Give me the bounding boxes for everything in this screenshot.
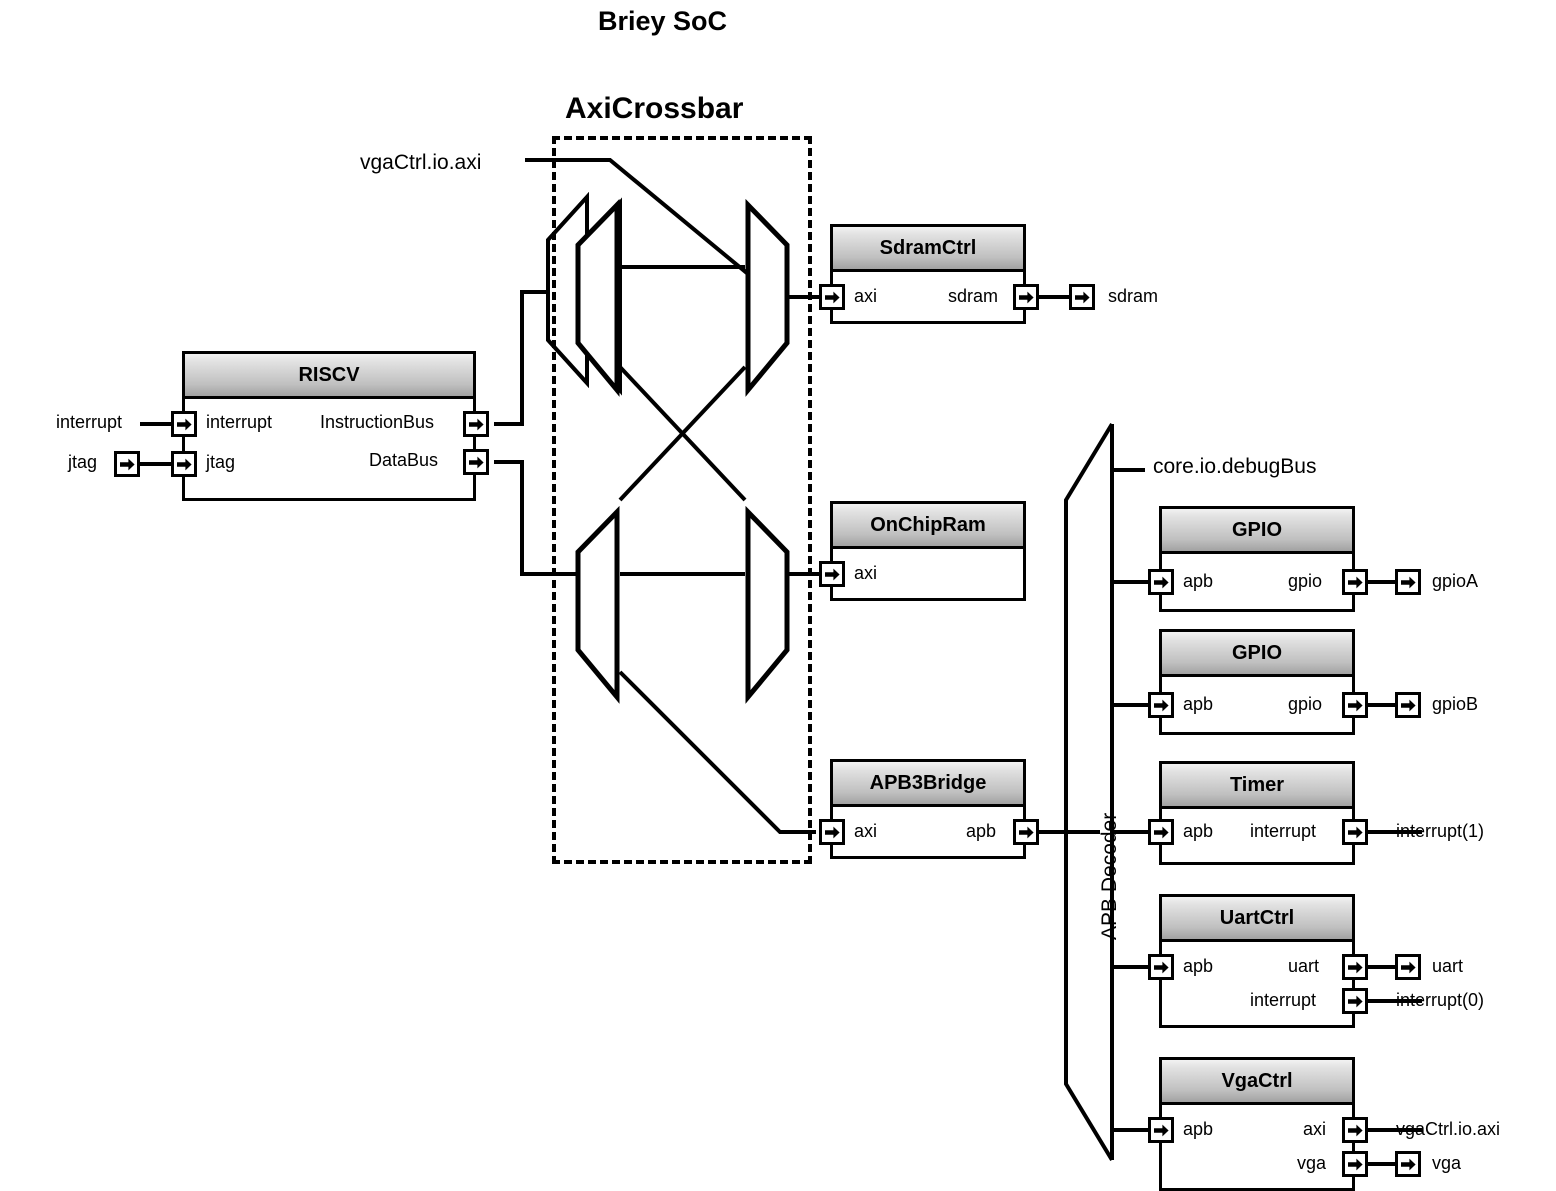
port-arrow-icon-vgactrl-vga[interactable] <box>1342 1151 1368 1177</box>
block-title-gpio-b: GPIO <box>1231 641 1282 664</box>
port-arrow-icon-riscv-databus[interactable] <box>463 449 489 475</box>
block-title-riscv: RISCV <box>298 363 360 386</box>
crossbar-title: AxiCrossbar <box>565 92 744 125</box>
port-label-riscv-instructionbus: InstructionBus <box>320 412 435 432</box>
port-arrow-icon-apb3bridge-axi[interactable] <box>819 819 845 845</box>
block-sdramctrl[interactable]: SdramCtrl <box>830 224 1026 324</box>
port-arrow-icon-timer-apb[interactable] <box>1148 819 1174 845</box>
port-label-gpio-a-gpio: gpio <box>1288 571 1323 591</box>
label-vga-output: vga <box>1432 1153 1462 1173</box>
port-label-riscv-databus: DataBus <box>369 450 439 470</box>
port-label-uartctrl-uart: uart <box>1288 956 1320 976</box>
label-vgactrl-io-axi-output: vgaCtrl.io.axi <box>1396 1119 1501 1139</box>
port-arrow-icon-gpio-a-gpio[interactable] <box>1342 569 1368 595</box>
port-arrow-icon-uart-external[interactable] <box>1395 954 1421 980</box>
axi-crossbar-boundary <box>552 136 812 864</box>
port-arrow-icon-gpiob-external[interactable] <box>1395 692 1421 718</box>
port-label-gpio-b-apb: apb <box>1183 694 1214 714</box>
block-title-sdramctrl: SdramCtrl <box>879 236 977 259</box>
port-arrow-icon-gpioa-external[interactable] <box>1395 569 1421 595</box>
port-label-vgactrl-axi: axi <box>1303 1119 1327 1139</box>
port-label-apb3bridge-apb: apb <box>966 821 997 841</box>
port-arrow-icon-gpio-a-apb[interactable] <box>1148 569 1174 595</box>
page-title: Briey SoC <box>598 6 728 36</box>
block-title-gpio-a: GPIO <box>1231 518 1282 541</box>
port-arrow-icon-riscv-interrupt[interactable] <box>171 411 197 437</box>
block-gpio-a[interactable]: GPIO <box>1159 506 1355 612</box>
label-timer-interrupt-output: interrupt(1) <box>1396 821 1485 841</box>
port-label-apb3bridge-axi: axi <box>854 821 878 841</box>
label-jtag-input: jtag <box>68 452 98 472</box>
port-label-uartctrl-apb: apb <box>1183 956 1214 976</box>
port-arrow-icon-apb3bridge-apb[interactable] <box>1013 819 1039 845</box>
block-onchipram[interactable]: OnChipRam <box>830 501 1026 601</box>
port-label-gpio-a-apb: apb <box>1183 571 1214 591</box>
block-title-apb3bridge: APB3Bridge <box>869 771 987 794</box>
port-arrow-icon-riscv-instructionbus[interactable] <box>463 411 489 437</box>
label-sdram-output: sdram <box>1108 286 1159 306</box>
port-label-onchipram-axi: axi <box>854 563 878 583</box>
port-arrow-icon-onchipram-axi[interactable] <box>819 561 845 587</box>
port-arrow-icon-jtag-external[interactable] <box>114 451 140 477</box>
label-uart-interrupt-output: interrupt(0) <box>1396 990 1485 1010</box>
port-arrow-icon-sdramctrl-sdram[interactable] <box>1013 284 1039 310</box>
port-arrow-icon-riscv-jtag[interactable] <box>171 451 197 477</box>
port-arrow-icon-gpio-b-gpio[interactable] <box>1342 692 1368 718</box>
block-gpio-b[interactable]: GPIO <box>1159 629 1355 735</box>
label-core-io-debugbus: core.io.debugBus <box>1153 455 1317 478</box>
port-arrow-icon-uartctrl-apb[interactable] <box>1148 954 1174 980</box>
label-gpiob-output: gpioB <box>1432 694 1479 714</box>
port-label-riscv-interrupt: interrupt <box>206 412 273 432</box>
port-arrow-icon-gpio-b-apb[interactable] <box>1148 692 1174 718</box>
block-title-timer: Timer <box>1229 773 1285 796</box>
block-uartctrl[interactable]: UartCtrl <box>1159 894 1355 1028</box>
port-arrow-icon-uartctrl-interrupt[interactable] <box>1342 988 1368 1014</box>
block-title-vgactrl: VgaCtrl <box>1221 1069 1293 1092</box>
label-vgactrl-io-axi-top: vgaCtrl.io.axi <box>360 151 482 174</box>
block-timer[interactable]: Timer <box>1159 761 1355 865</box>
port-arrow-icon-timer-interrupt[interactable] <box>1342 819 1368 845</box>
block-riscv[interactable]: RISCV <box>182 351 476 501</box>
label-gpioa-output: gpioA <box>1432 571 1479 591</box>
port-label-vgactrl-apb: apb <box>1183 1119 1214 1139</box>
port-label-riscv-jtag: jtag <box>206 452 236 472</box>
port-arrow-icon-vgactrl-axi[interactable] <box>1342 1117 1368 1143</box>
block-apb3bridge[interactable]: APB3Bridge <box>830 759 1026 859</box>
label-uart-output: uart <box>1432 956 1464 976</box>
port-arrow-icon-uartctrl-uart[interactable] <box>1342 954 1368 980</box>
port-label-uartctrl-interrupt: interrupt <box>1250 990 1317 1010</box>
block-title-uartctrl: UartCtrl <box>1219 906 1295 929</box>
port-label-gpio-b-gpio: gpio <box>1288 694 1323 714</box>
port-label-vgactrl-vga: vga <box>1297 1153 1327 1173</box>
port-label-sdramctrl-axi: axi <box>854 286 878 306</box>
label-interrupt-input: interrupt <box>56 412 123 432</box>
block-title-onchipram: OnChipRam <box>870 513 986 536</box>
port-label-sdramctrl-sdram: sdram <box>948 286 999 306</box>
port-arrow-icon-sdram-external[interactable] <box>1069 284 1095 310</box>
port-arrow-icon-vga-external[interactable] <box>1395 1151 1421 1177</box>
port-label-timer-apb: apb <box>1183 821 1214 841</box>
apb-decoder-label: APB Decoder <box>1098 812 1121 940</box>
port-arrow-icon-vgactrl-apb[interactable] <box>1148 1117 1174 1143</box>
port-label-timer-interrupt: interrupt <box>1250 821 1317 841</box>
port-arrow-icon-sdramctrl-axi[interactable] <box>819 284 845 310</box>
